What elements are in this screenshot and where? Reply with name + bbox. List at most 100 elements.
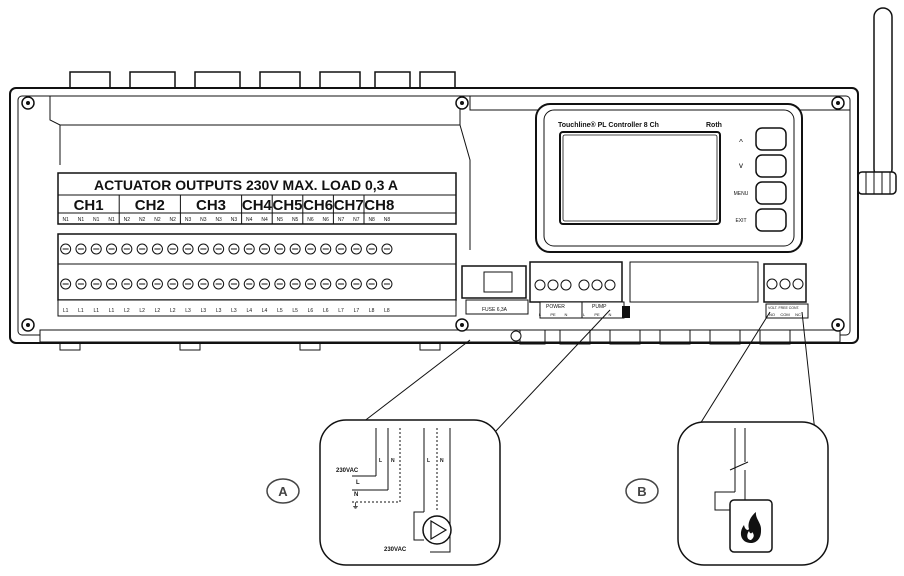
n-terminal-label: N8 bbox=[368, 217, 375, 223]
channel-label: CH7 bbox=[334, 197, 364, 214]
up-icon: ^ bbox=[739, 138, 743, 147]
l-terminal-label: L1 bbox=[109, 308, 115, 314]
n-terminal-label: N7 bbox=[338, 217, 345, 223]
pump-supply-label: 230VAC bbox=[384, 547, 407, 553]
terminal-blocks bbox=[57, 233, 457, 317]
display-title: Touchline® PL Controller 8 Ch bbox=[558, 121, 659, 129]
n-terminal-label: N2 bbox=[139, 217, 146, 223]
channel-label: CH6 bbox=[303, 197, 333, 214]
n-terminal-label: N4 bbox=[246, 217, 253, 223]
earth-icon: ⏚ bbox=[352, 502, 359, 510]
screw-terminal bbox=[792, 278, 804, 290]
boiler-terminal-label: COM bbox=[780, 312, 789, 317]
l-terminal-label: L2 bbox=[170, 308, 176, 314]
n-terminal-label: N2 bbox=[154, 217, 161, 223]
down-button[interactable] bbox=[755, 154, 787, 178]
l-terminal-label: L1 bbox=[63, 308, 69, 314]
wire-label-l: L bbox=[356, 480, 360, 486]
top-tabs bbox=[69, 71, 456, 90]
channel-label: CH2 bbox=[135, 197, 165, 214]
n-terminal-label: N8 bbox=[384, 217, 391, 223]
n-terminal-label: N2 bbox=[124, 217, 131, 223]
l-terminal-label: L6 bbox=[308, 308, 314, 314]
display-buttons bbox=[755, 127, 787, 232]
screw-terminal bbox=[547, 279, 559, 291]
screw-terminal bbox=[591, 279, 603, 291]
n-terminal-label: N3 bbox=[231, 217, 238, 223]
display-unit bbox=[535, 103, 803, 253]
l-terminal-label: L5 bbox=[292, 308, 298, 314]
badge-b bbox=[625, 478, 659, 504]
screw-terminal bbox=[534, 279, 546, 291]
n-terminal-label: N1 bbox=[108, 217, 115, 223]
l-terminal-label: L7 bbox=[354, 308, 360, 314]
channel-label: CH3 bbox=[196, 197, 226, 214]
detail-a-terminal-label: N bbox=[391, 458, 395, 464]
n-terminal-label: N1 bbox=[78, 217, 85, 223]
brand-logo: Roth bbox=[706, 122, 722, 129]
menu-button[interactable] bbox=[755, 181, 787, 205]
n-terminal-label: N1 bbox=[62, 217, 69, 223]
badge-b-letter: B bbox=[637, 484, 646, 499]
exit-button[interactable] bbox=[755, 208, 787, 232]
boiler-header: VOLT. FREE CONT. bbox=[768, 306, 800, 310]
n-terminal-label: N6 bbox=[307, 217, 314, 223]
l-terminal-label: L2 bbox=[124, 308, 130, 314]
l-terminal-label: L6 bbox=[323, 308, 329, 314]
detail-a-terminal-label: L bbox=[427, 458, 430, 464]
l-terminal-label: L4 bbox=[262, 308, 268, 314]
screw-terminal bbox=[604, 279, 616, 291]
flame-icon bbox=[740, 512, 762, 543]
fuse-holder bbox=[461, 265, 529, 315]
detail-b-panel bbox=[677, 421, 829, 566]
l-terminal-label: L3 bbox=[201, 308, 207, 314]
boiler-terminal-label: NC bbox=[795, 312, 801, 317]
power-terminal-label: L bbox=[539, 312, 542, 317]
pump-terminal-label: PE bbox=[594, 312, 600, 317]
detail-a-terminal-label: N bbox=[440, 458, 444, 464]
l-terminal-label: L1 bbox=[93, 308, 99, 314]
power-label: POWER bbox=[546, 304, 565, 310]
l-terminal-label: L5 bbox=[277, 308, 283, 314]
actuator-header: ACTUATOR OUTPUTS 230V MAX. LOAD 0,3 A bbox=[94, 177, 398, 193]
pump-label: PUMP bbox=[592, 304, 607, 310]
menu-label: MENU bbox=[734, 191, 749, 197]
l-terminal-label: L3 bbox=[216, 308, 222, 314]
l-terminal-label: L1 bbox=[78, 308, 84, 314]
fuse-label: FUSE 6,3A bbox=[482, 307, 508, 313]
l-terminal-label: L7 bbox=[338, 308, 344, 314]
screw-terminal bbox=[560, 279, 572, 291]
down-icon: v bbox=[739, 161, 743, 170]
boiler-terminal-label: NO bbox=[769, 312, 775, 317]
leader-lines bbox=[349, 309, 816, 433]
up-button[interactable] bbox=[755, 127, 787, 151]
screws bbox=[21, 96, 845, 342]
pump-terminal-label: L bbox=[583, 312, 586, 317]
supply-label: 230VAC bbox=[336, 468, 359, 474]
screw-terminal bbox=[779, 278, 791, 290]
detail-a-terminal-label: L bbox=[379, 458, 382, 464]
power-terminal-label: N bbox=[565, 312, 568, 317]
l-terminal-label: L8 bbox=[369, 308, 375, 314]
n-terminal-label: N4 bbox=[261, 217, 268, 223]
channel-label: CH8 bbox=[364, 197, 394, 214]
l-terminal-label: L2 bbox=[139, 308, 145, 314]
detail-a-panel bbox=[319, 419, 501, 566]
l-terminal-label: L4 bbox=[246, 308, 252, 314]
screw-terminal bbox=[578, 279, 590, 291]
l-terminal-label: L8 bbox=[384, 308, 390, 314]
boiler-terminal-labels: NO COM NC bbox=[766, 278, 804, 317]
channel-label: CH1 bbox=[74, 197, 104, 214]
actuator-header-box bbox=[57, 172, 457, 225]
badge-a bbox=[266, 478, 300, 504]
screw-terminal bbox=[766, 278, 778, 290]
channel-label: CH4 bbox=[242, 197, 273, 214]
n-terminal-label: N5 bbox=[292, 217, 299, 223]
wire-label-n: N bbox=[354, 492, 358, 498]
n-terminal-label: N3 bbox=[200, 217, 207, 223]
n-terminal-label: N7 bbox=[353, 217, 360, 223]
